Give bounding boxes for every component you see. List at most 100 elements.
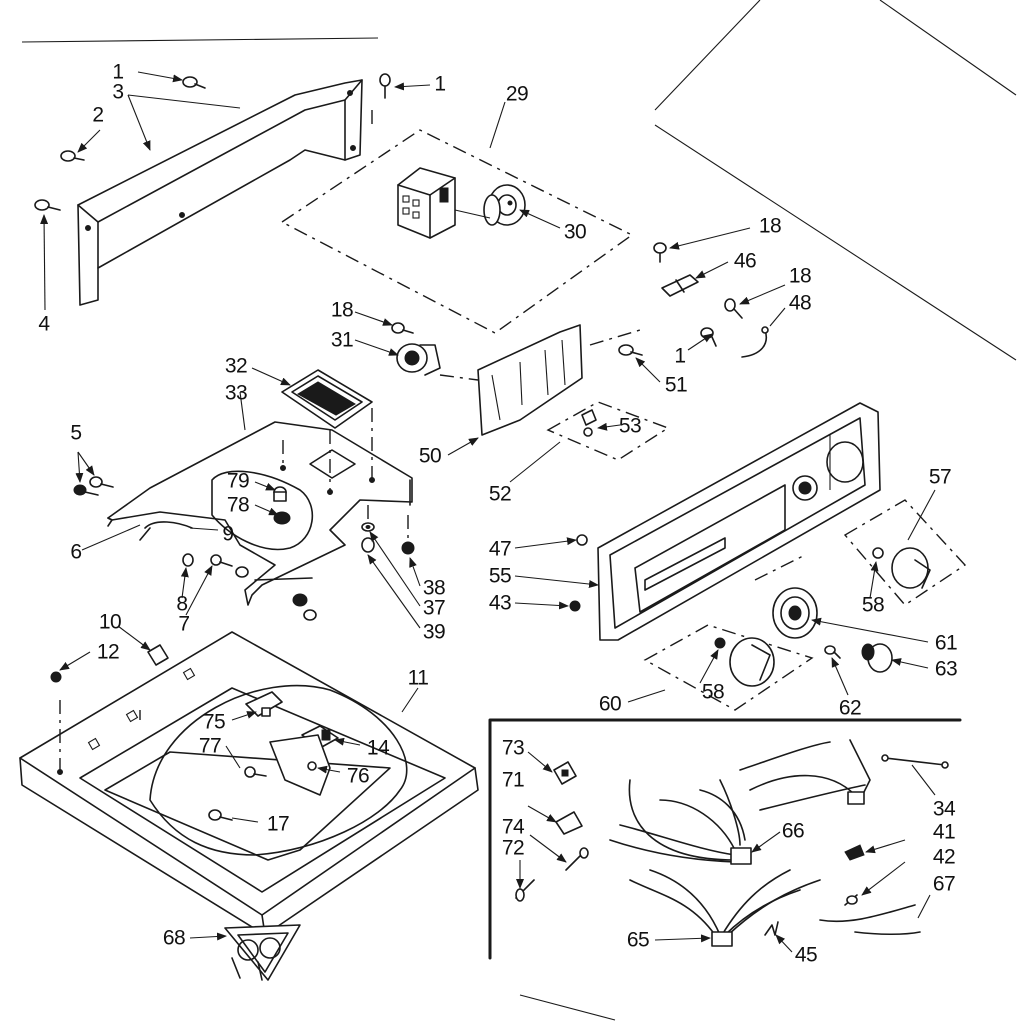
part-cams: [235, 566, 317, 621]
panel-screws: [569, 534, 588, 612]
callout-14: 14: [366, 736, 390, 760]
callout-3: 3: [112, 80, 124, 104]
part-8: [182, 553, 194, 567]
wire-48: [741, 326, 769, 358]
callout-12: 12: [96, 640, 120, 664]
callout-51: 51: [664, 373, 688, 397]
harness-65: [629, 869, 821, 947]
screw-4: [34, 199, 61, 211]
connector-71: [555, 811, 583, 835]
callout-53: 53: [618, 414, 642, 438]
callout-62: 62: [838, 696, 862, 720]
part-79: [273, 486, 287, 502]
callout-17: 17: [266, 812, 290, 836]
callout-50: 50: [418, 444, 442, 468]
wire-34: [881, 754, 949, 769]
callout-6: 6: [70, 540, 82, 564]
callout-48: 48: [788, 291, 812, 315]
clip-kit-box: [546, 401, 670, 461]
part-7: [210, 554, 233, 567]
callout-66: 66: [781, 819, 805, 843]
clip-9: [139, 521, 193, 541]
terminal-42: [844, 894, 858, 906]
callout-18a: 18: [758, 214, 782, 238]
callout-2: 2: [92, 103, 104, 127]
callout-75: 75: [202, 710, 226, 734]
callout-18b: 18: [788, 264, 812, 288]
switch-31: [391, 322, 441, 376]
callout-55: 55: [488, 564, 512, 588]
callout-32: 32: [224, 354, 248, 378]
clip-45: [764, 921, 779, 936]
callout-79: 79: [226, 469, 250, 493]
callout-74: 74: [501, 815, 525, 839]
screw-1a: [182, 76, 206, 89]
screw-43: [569, 600, 581, 612]
screw-62: [824, 645, 841, 659]
callout-10: 10: [98, 610, 122, 634]
callout-38: 38: [422, 576, 446, 600]
part-38: [401, 541, 415, 555]
bracket-46: [661, 274, 699, 297]
small-parts-center: [73, 476, 415, 621]
callout-76: 76: [346, 764, 370, 788]
callout-43: 43: [488, 591, 512, 615]
leader-lines: [40, 71, 936, 953]
callout-4: 4: [38, 312, 50, 336]
callout-41: 41: [932, 820, 956, 844]
screw-5b: [89, 476, 114, 488]
callout-58b: 58: [701, 680, 725, 704]
timer-block: [397, 167, 456, 239]
terminal-74: [565, 847, 589, 871]
callout-65: 65: [626, 928, 650, 952]
control-panel-55: [597, 402, 881, 641]
bracket-76: [269, 734, 331, 796]
screw-1b: [379, 73, 391, 99]
callout-45: 45: [794, 943, 818, 967]
connector-73: [553, 761, 577, 785]
callout-33: 33: [224, 381, 248, 405]
knob-kit-57: [843, 499, 967, 606]
callout-52: 52: [488, 482, 512, 506]
callout-68: 68: [162, 926, 186, 950]
filter-32: [281, 369, 373, 429]
callout-58a: 58: [861, 593, 885, 617]
part-37: [361, 522, 375, 532]
callout-67: 67: [932, 872, 956, 896]
callout-47: 47: [488, 537, 512, 561]
callout-46: 46: [733, 249, 757, 273]
page-edge-lines: [21, 0, 1017, 361]
terminal-72: [515, 879, 535, 902]
callout-31: 31: [330, 328, 354, 352]
screw-5a: [73, 484, 99, 496]
dial-61: [754, 554, 818, 639]
wire-67: [819, 904, 921, 936]
callout-1a: 1: [112, 60, 124, 84]
callout-63: 63: [934, 657, 958, 681]
screw-parts-top: [34, 73, 391, 211]
callout-11: 11: [407, 666, 429, 690]
screw-18b: [724, 298, 743, 319]
callout-73: 73: [501, 736, 525, 760]
wiring-inset: [488, 718, 962, 1021]
callout-9: 9: [222, 522, 234, 546]
knob-63: [861, 643, 893, 673]
nut-12: [50, 671, 62, 683]
bracket-51: [618, 344, 643, 356]
callout-61: 61: [934, 631, 958, 655]
part-39: [361, 537, 375, 553]
callout-1b: 1: [434, 72, 446, 96]
callout-72: 72: [501, 836, 525, 860]
console-base-33: [107, 408, 413, 606]
callout-37: 37: [422, 596, 446, 620]
callout-39: 39: [422, 620, 446, 644]
clip-53: [581, 409, 597, 437]
callout-1c: 1: [674, 344, 686, 368]
screw-18a: [653, 242, 667, 263]
callout-7: 7: [178, 612, 190, 636]
screw-2: [60, 150, 85, 162]
screw-17: [208, 809, 233, 821]
console-top-panel: [77, 79, 363, 306]
